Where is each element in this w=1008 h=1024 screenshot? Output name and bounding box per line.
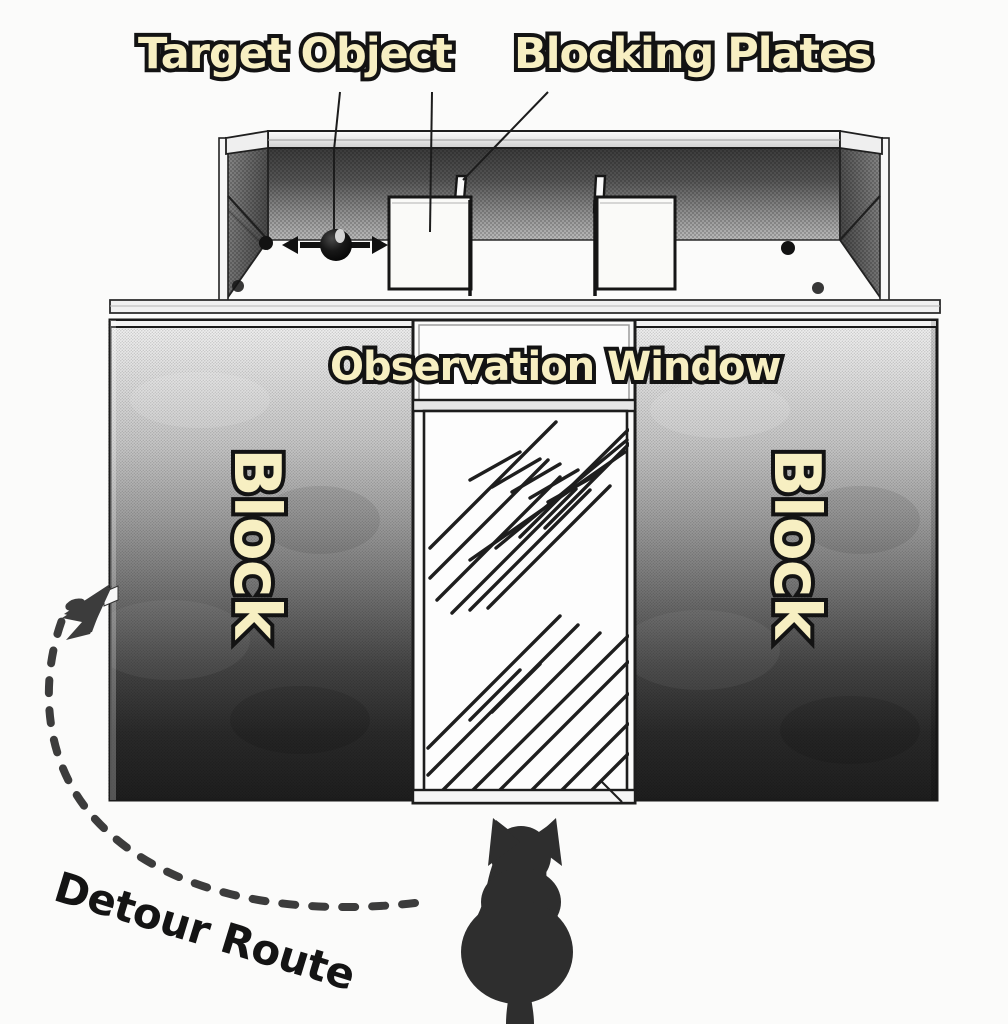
block-left <box>103 318 415 802</box>
enclosure-right-wall <box>781 136 890 304</box>
enclosure-top-rim <box>225 129 883 156</box>
detour-route-arrow[interactable] <box>44 584 419 912</box>
leader-lines <box>333 91 549 233</box>
enclosure-front-edge <box>109 299 941 314</box>
target-object <box>282 148 388 261</box>
leader-plate-a <box>429 91 433 233</box>
label-block-right: Block Block <box>755 444 837 642</box>
blocking-plate-right <box>592 174 677 296</box>
cat-silhouette <box>461 818 573 1024</box>
block-right <box>630 318 939 802</box>
leader-plate-b <box>462 91 549 181</box>
enclosure-left-wall <box>218 136 273 304</box>
label-target-object: Target Object Target Object <box>134 29 457 80</box>
observation-window <box>411 318 637 805</box>
leader-target-object <box>333 91 341 151</box>
enclosure <box>109 129 941 314</box>
label-block-left: Block Block <box>215 444 297 642</box>
label-observation-window: Observation Window Observation Window <box>326 343 785 391</box>
target-sphere-highlight <box>335 229 345 243</box>
label-blocking-plates: Blocking Plates Blocking Plates <box>510 29 877 80</box>
enclosure-back-wall <box>267 147 841 241</box>
